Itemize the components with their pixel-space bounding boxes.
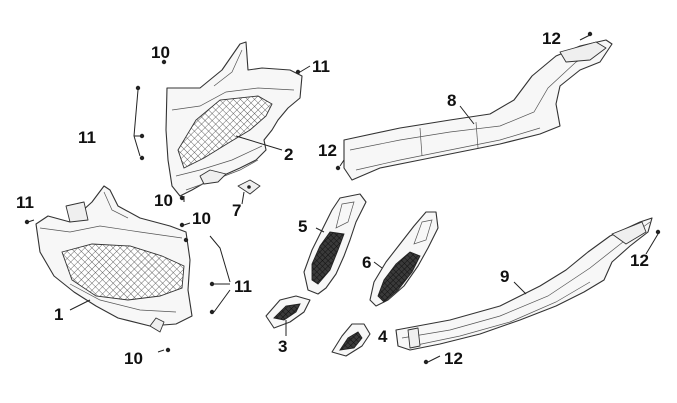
callout-5: 5 [298, 217, 307, 236]
callout-1: 1 [54, 305, 63, 324]
part-7-clip [237, 179, 261, 195]
part-1-lower-floor-panel [35, 185, 193, 333]
callout-12: 12 [444, 349, 463, 368]
part-4-small-grill [331, 323, 371, 357]
callout-8: 8 [447, 91, 456, 110]
bolt-10-d [165, 347, 171, 353]
bolt-11-d [295, 69, 301, 75]
fasteners [24, 31, 661, 365]
bolt-12-c [655, 229, 661, 235]
callout-10: 10 [151, 43, 170, 62]
callout-10: 10 [192, 209, 211, 228]
part-6-mesh-grill [369, 211, 439, 307]
bolt-10-b [179, 195, 185, 201]
part-2-upper-floor-panel [165, 41, 303, 197]
bolt-11-a [135, 85, 141, 91]
callout-labels: 10 11 11 2 10 7 11 10 11 1 10 8 12 12 9 … [16, 29, 649, 368]
callout-3: 3 [278, 337, 287, 356]
bolt-11-b [139, 133, 145, 139]
bolt-12-d [423, 359, 429, 365]
callout-10: 10 [124, 349, 143, 368]
callout-12: 12 [630, 251, 649, 270]
part-3-small-grill [265, 295, 311, 329]
callout-11: 11 [16, 193, 34, 212]
bolt-11-e [24, 219, 30, 225]
callout-11: 11 [234, 277, 252, 296]
bolt-11-f [183, 237, 189, 243]
callout-11: 11 [312, 57, 330, 76]
callout-4: 4 [378, 327, 388, 346]
callout-7: 7 [232, 201, 241, 220]
callout-10: 10 [154, 191, 173, 210]
part-9-lower-side-rail [395, 217, 653, 351]
part-8-upper-side-rail [343, 39, 613, 181]
part-5-mesh-grill [303, 193, 367, 295]
callout-11: 11 [78, 128, 96, 147]
bolt-11-c [139, 155, 145, 161]
callout-6: 6 [362, 253, 371, 272]
bolt-10-c [179, 222, 185, 228]
bolt-12-a [335, 165, 341, 171]
bolt-11-h [209, 309, 215, 315]
leader-lines [27, 33, 659, 363]
callout-2: 2 [284, 145, 293, 164]
callout-12: 12 [318, 141, 337, 160]
callout-9: 9 [500, 267, 509, 286]
bolt-11-g [209, 281, 215, 287]
callout-12: 12 [542, 29, 561, 48]
